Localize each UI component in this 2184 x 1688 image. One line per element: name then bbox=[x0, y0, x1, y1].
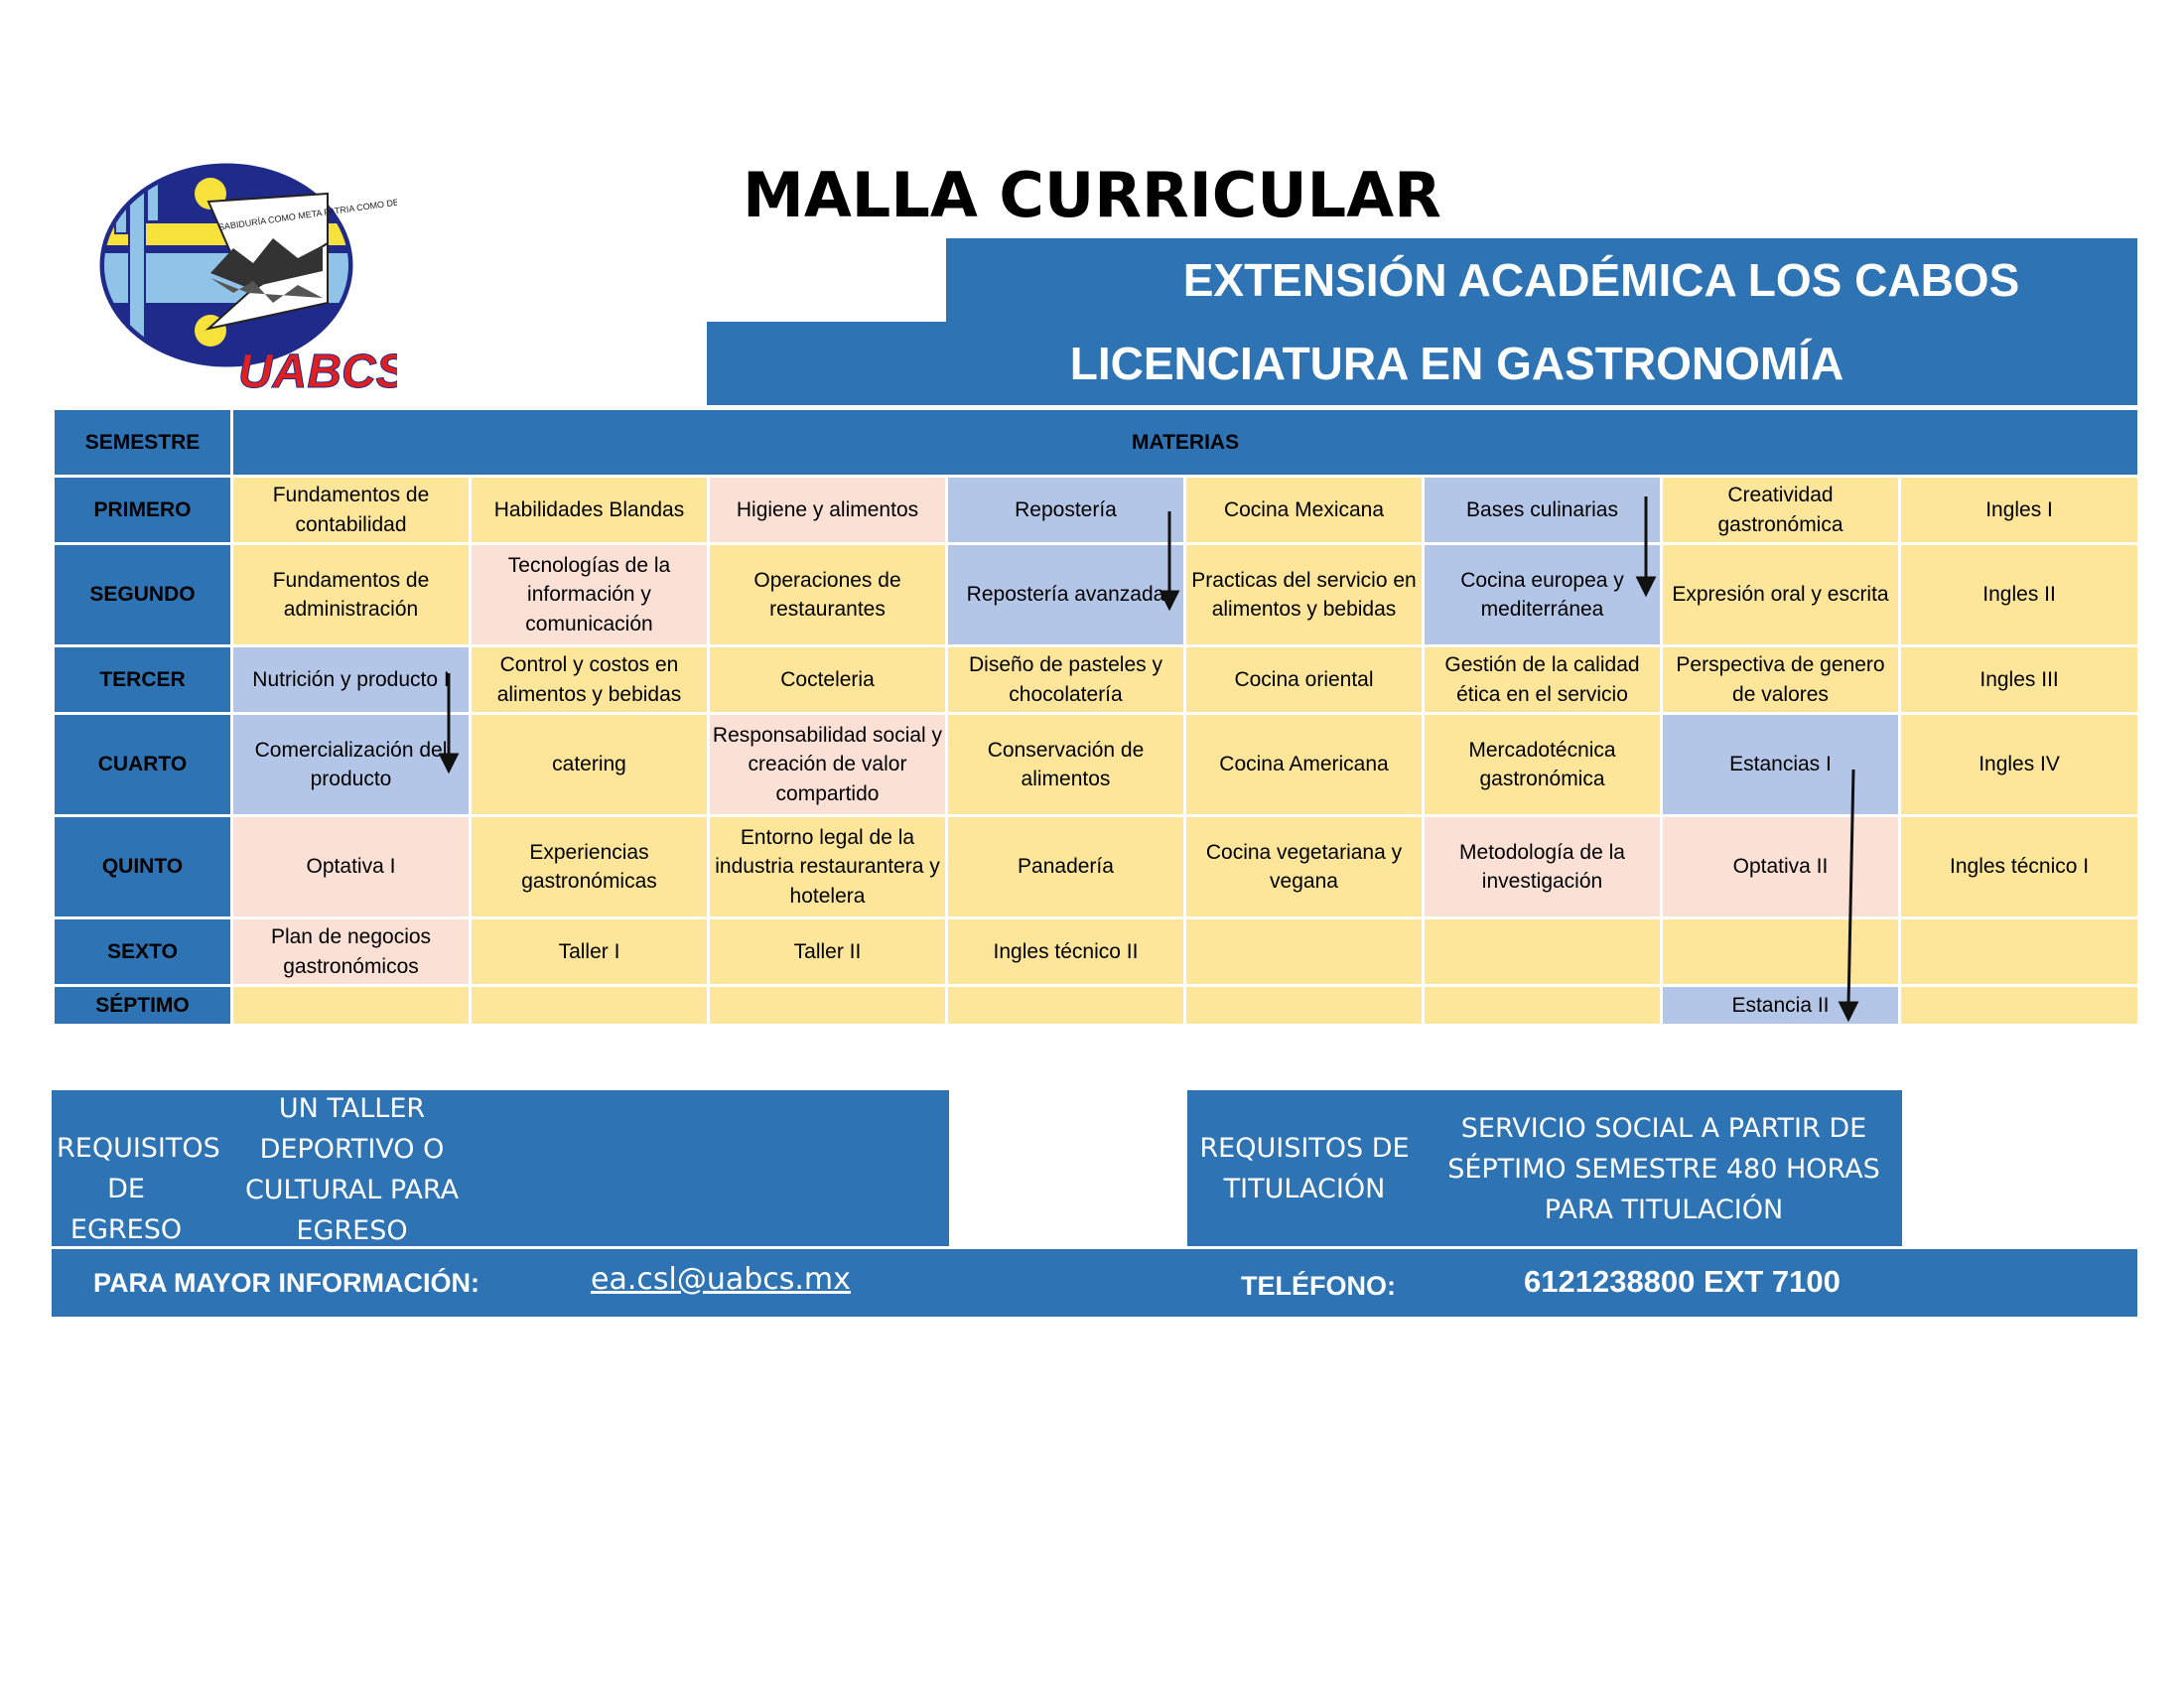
subject-cell: Gestión de la calidad ética en el servic… bbox=[1422, 644, 1663, 715]
egreso-value: UN TALLER DEPORTIVO O CULTURAL PARA EGRE… bbox=[244, 1093, 460, 1246]
subject-cell: Taller I bbox=[469, 916, 710, 987]
titulacion-box: REQUISITOS DE TITULACIÓN SERVICIO SOCIAL… bbox=[1187, 1090, 1902, 1249]
subject-cell: Responsabilidad social y creación de val… bbox=[707, 712, 948, 817]
email-link[interactable]: ea.csl@uabcs.mx bbox=[591, 1262, 851, 1297]
subject-cell: Ingles II bbox=[1897, 542, 2141, 647]
semester-label: CUARTO bbox=[52, 712, 233, 817]
subject-cell: Habilidades Blandas bbox=[469, 475, 710, 545]
subject-cell: Comercialización del producto bbox=[230, 712, 472, 817]
table-row: SÉPTIMO Estancia II bbox=[52, 984, 2141, 1027]
subject-cell: Repostería bbox=[945, 475, 1186, 545]
egreso-box: REQUISITOS DE EGRESO UN TALLER DEPORTIVO… bbox=[52, 1090, 949, 1249]
subject-cell: Expresión oral y escrita bbox=[1660, 542, 1901, 647]
subject-cell: Cocina Mexicana bbox=[1183, 475, 1425, 545]
subject-cell bbox=[469, 984, 710, 1027]
subject-cell: Cocina oriental bbox=[1183, 644, 1425, 715]
subject-cell bbox=[945, 984, 1186, 1027]
titulacion-value: SERVICIO SOCIAL A PARTIR DE SÉPTIMO SEME… bbox=[1447, 1113, 1880, 1225]
subject-cell: Ingles IV bbox=[1897, 712, 2141, 817]
subject-cell: Ingles III bbox=[1897, 644, 2141, 715]
egreso-label: REQUISITOS DE EGRESO bbox=[57, 1133, 220, 1245]
subject-cell bbox=[1897, 916, 2141, 987]
titulacion-label: REQUISITOS DE TITULACIÓN bbox=[1199, 1133, 1410, 1204]
semester-label: SEGUNDO bbox=[52, 542, 233, 647]
subject-cell: Ingles técnico II bbox=[945, 916, 1186, 987]
subject-cell bbox=[230, 984, 472, 1027]
subject-cell: Panadería bbox=[945, 814, 1186, 919]
subject-cell: Fundamentos de contabilidad bbox=[230, 475, 472, 545]
subject-cell: Cocteleria bbox=[707, 644, 948, 715]
subject-cell: Control y costos en alimentos y bebidas bbox=[469, 644, 710, 715]
subject-cell: Perspectiva de genero de valores bbox=[1660, 644, 1901, 715]
subject-cell: Ingles I bbox=[1897, 475, 2141, 545]
program-banner: LICENCIATURA EN GASTRONOMÍA bbox=[707, 322, 2137, 405]
subject-cell: catering bbox=[469, 712, 710, 817]
logo-wordmark: UABCS bbox=[238, 346, 397, 397]
subject-cell bbox=[1897, 984, 2141, 1027]
subject-cell: Estancias I bbox=[1660, 712, 1901, 817]
subject-cell: Ingles técnico I bbox=[1897, 814, 2141, 919]
subject-cell: Cocina Americana bbox=[1183, 712, 1425, 817]
semester-label: PRIMERO bbox=[52, 475, 233, 545]
subject-cell: Cocina europea y mediterránea bbox=[1422, 542, 1663, 647]
semester-label: SÉPTIMO bbox=[52, 984, 233, 1027]
uabcs-logo: SABIDURÍA COMO META PATRIA COMO DESTINO … bbox=[99, 163, 397, 397]
phone-label: TELÉFONO: bbox=[1241, 1271, 1396, 1301]
subject-cell: Entorno legal de la industria restaurant… bbox=[707, 814, 948, 919]
semester-label: TERCER bbox=[52, 644, 233, 715]
info-label: PARA MAYOR INFORMACIÓN: bbox=[93, 1268, 479, 1298]
subject-cell: Experiencias gastronómicas bbox=[469, 814, 710, 919]
subject-cell: Conservación de alimentos bbox=[945, 712, 1186, 817]
subject-cell bbox=[1660, 916, 1901, 987]
footer-bar bbox=[52, 1249, 2137, 1317]
header-semestre: SEMESTRE bbox=[52, 407, 233, 478]
subject-cell: Plan de negocios gastronómicos bbox=[230, 916, 472, 987]
subject-cell: Optativa II bbox=[1660, 814, 1901, 919]
semester-label: SEXTO bbox=[52, 916, 233, 987]
subject-cell bbox=[1183, 916, 1425, 987]
semester-label: QUINTO bbox=[52, 814, 233, 919]
subject-cell: Higiene y alimentos bbox=[707, 475, 948, 545]
subject-cell: Operaciones de restaurantes bbox=[707, 542, 948, 647]
campus-banner: EXTENSIÓN ACADÉMICA LOS CABOS bbox=[946, 238, 2137, 322]
subject-cell: Cocina vegetariana y vegana bbox=[1183, 814, 1425, 919]
subject-cell: Taller II bbox=[707, 916, 948, 987]
subject-cell: Repostería avanzada bbox=[945, 542, 1186, 647]
subject-cell: Bases culinarias bbox=[1422, 475, 1663, 545]
phone-value: 6121238800 EXT 7100 bbox=[1524, 1264, 1841, 1299]
subject-cell: Diseño de pasteles y chocolatería bbox=[945, 644, 1186, 715]
subject-cell bbox=[1422, 984, 1663, 1027]
subject-cell: Creatividad gastronómica bbox=[1660, 475, 1901, 545]
subject-cell: Fundamentos de administración bbox=[230, 542, 472, 647]
subject-cell bbox=[1183, 984, 1425, 1027]
page-title: MALLA CURRICULAR bbox=[743, 159, 1441, 231]
header-materias: MATERIAS bbox=[229, 407, 2141, 478]
subject-cell: Metodología de la investigación bbox=[1422, 814, 1663, 919]
subject-cell: Optativa I bbox=[230, 814, 472, 919]
subject-cell: Practicas del servicio en alimentos y be… bbox=[1183, 542, 1425, 647]
subject-cell: Nutrición y producto I bbox=[230, 644, 472, 715]
subject-cell bbox=[707, 984, 948, 1027]
subject-cell: Mercadotécnica gastronómica bbox=[1422, 712, 1663, 817]
subject-cell: Estancia II bbox=[1660, 984, 1901, 1027]
subject-cell bbox=[1422, 916, 1663, 987]
subject-cell: Tecnologías de la información y comunica… bbox=[469, 542, 710, 647]
